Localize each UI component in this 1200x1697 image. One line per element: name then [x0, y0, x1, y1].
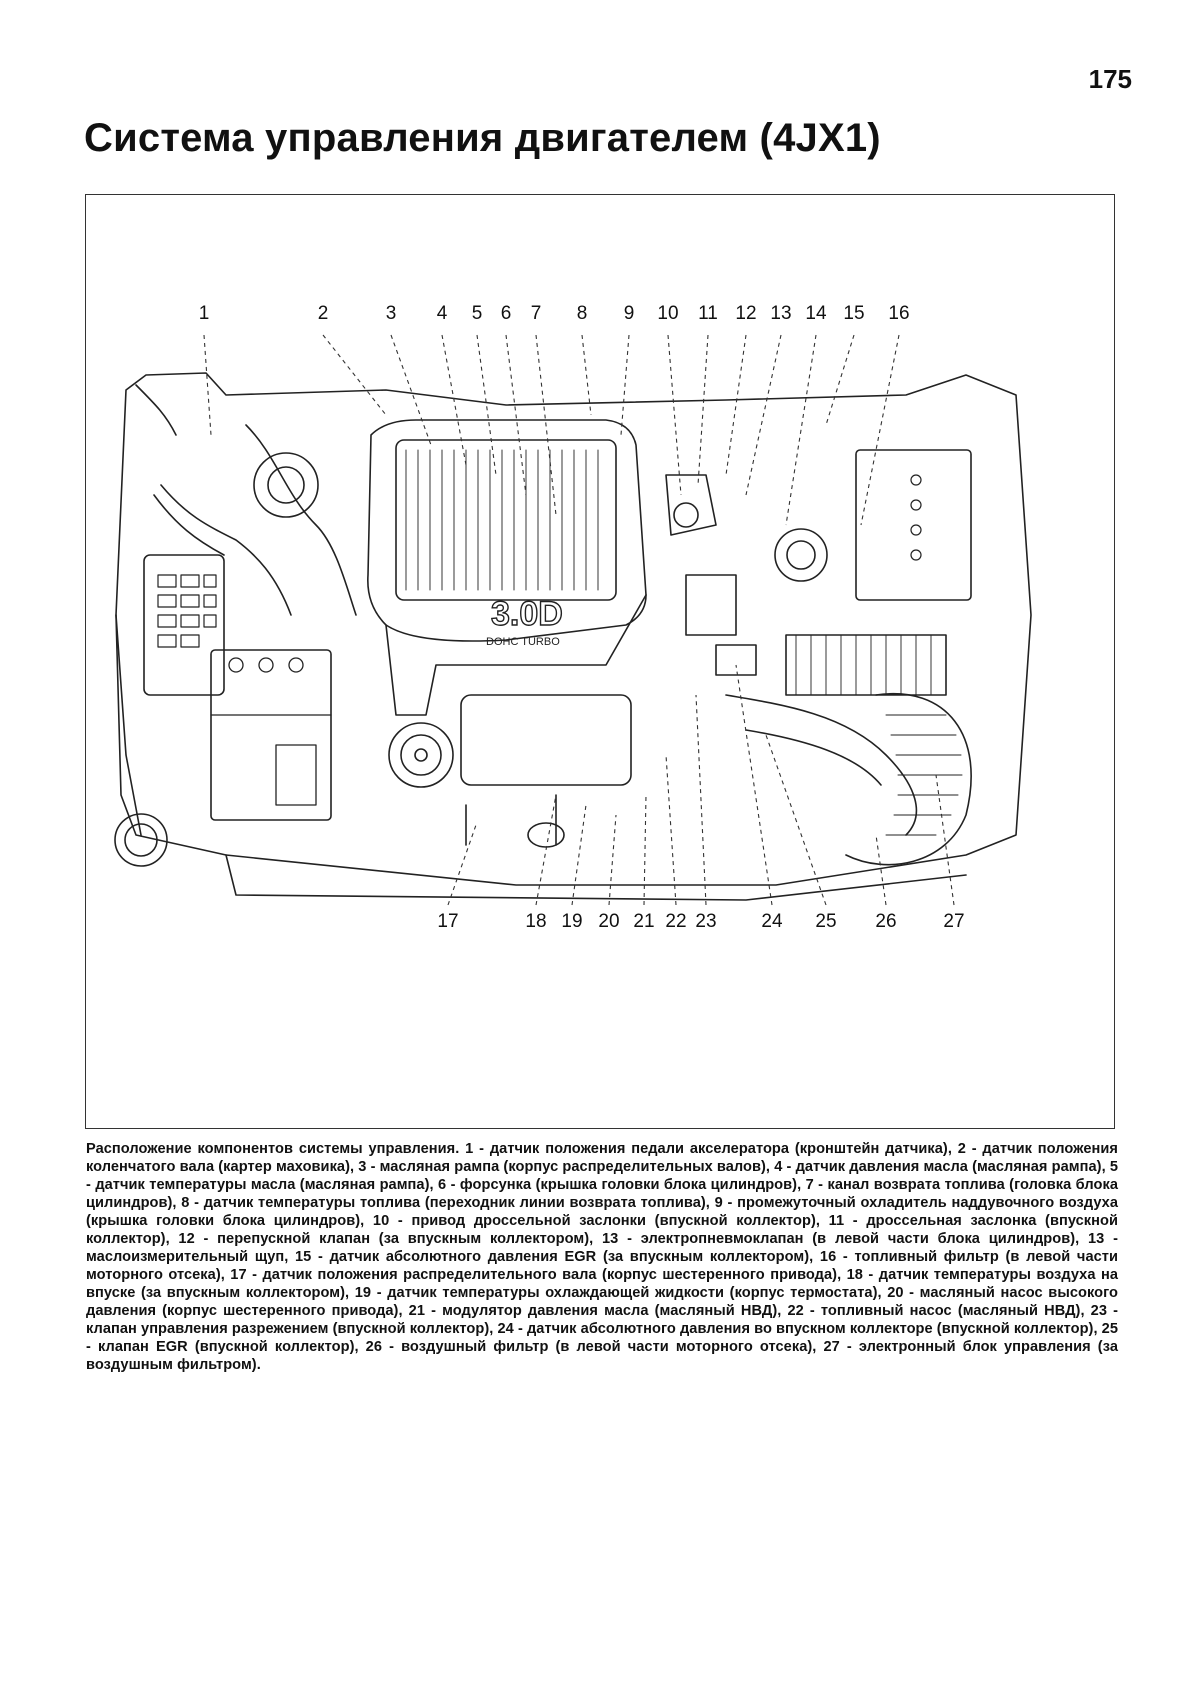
radiator	[785, 634, 947, 696]
brake-booster	[253, 452, 319, 518]
callout-number-21: 21	[633, 911, 654, 932]
intercooler-cover	[367, 419, 647, 642]
intake-duct	[725, 694, 918, 836]
engine-badge: 3.0D	[491, 595, 563, 633]
callout-number-11: 11	[698, 303, 718, 324]
callout-number-1: 1	[199, 303, 210, 324]
pedal-bracket	[135, 384, 177, 436]
callout-number-18: 18	[525, 911, 546, 932]
egr-valve-block	[685, 574, 737, 636]
wiring-harness	[160, 484, 292, 616]
callout-number-13: 13	[770, 303, 791, 324]
callout-number-24: 24	[761, 911, 783, 932]
callout-number-8: 8	[577, 303, 588, 324]
callout-number-15: 15	[843, 303, 864, 324]
callout-number-3: 3	[386, 303, 397, 324]
page-number: 175	[1088, 64, 1132, 94]
callout-number-12: 12	[735, 303, 756, 324]
left-fender	[115, 614, 142, 836]
callout-number-27: 27	[943, 911, 964, 932]
callout-number-9: 9	[624, 303, 635, 324]
callouts-bottom: 17 18 19 20 21 22 23 24 25 26 27	[437, 911, 964, 932]
engine-badge-sub: DOHC TURBO	[486, 636, 560, 648]
reservoir-cap	[114, 813, 168, 867]
callout-number-16: 16	[888, 303, 909, 324]
map-sensor-block	[715, 644, 757, 676]
engine-block	[385, 594, 647, 716]
figure-caption: Расположение компонентов системы управле…	[86, 1141, 1118, 1373]
throttle-body	[673, 502, 699, 528]
thermostat-housing	[527, 822, 565, 848]
engine-bay-illustration: 3.0D DOHC TURBO 12345678910111213141516 …	[114, 303, 1032, 932]
callout-number-26: 26	[875, 911, 896, 932]
callout-number-19: 19	[561, 911, 582, 932]
engine-bay-outline	[115, 372, 1032, 886]
callout-number-23: 23	[695, 911, 716, 932]
callout-number-7: 7	[531, 303, 542, 324]
callout-number-10: 10	[657, 303, 678, 324]
callout-number-17: 17	[437, 911, 458, 932]
gear-case-cover	[460, 694, 632, 786]
crank-pulley	[388, 722, 454, 788]
callout-number-20: 20	[598, 911, 619, 932]
oil-filler-cap	[774, 528, 828, 582]
ecu-box	[855, 449, 972, 601]
callout-number-14: 14	[805, 303, 827, 324]
battery	[210, 649, 332, 821]
callout-number-22: 22	[665, 911, 686, 932]
callout-number-4: 4	[437, 303, 448, 324]
callout-number-2: 2	[318, 303, 329, 324]
fuse-box	[143, 554, 225, 696]
air-filter-housing	[845, 692, 972, 866]
intercooler-core	[395, 439, 617, 601]
page-title: Система управления двигателем (4JX1)	[84, 116, 881, 160]
callout-number-25: 25	[815, 911, 836, 932]
callout-number-5: 5	[472, 303, 483, 324]
callout-number-6: 6	[501, 303, 512, 324]
